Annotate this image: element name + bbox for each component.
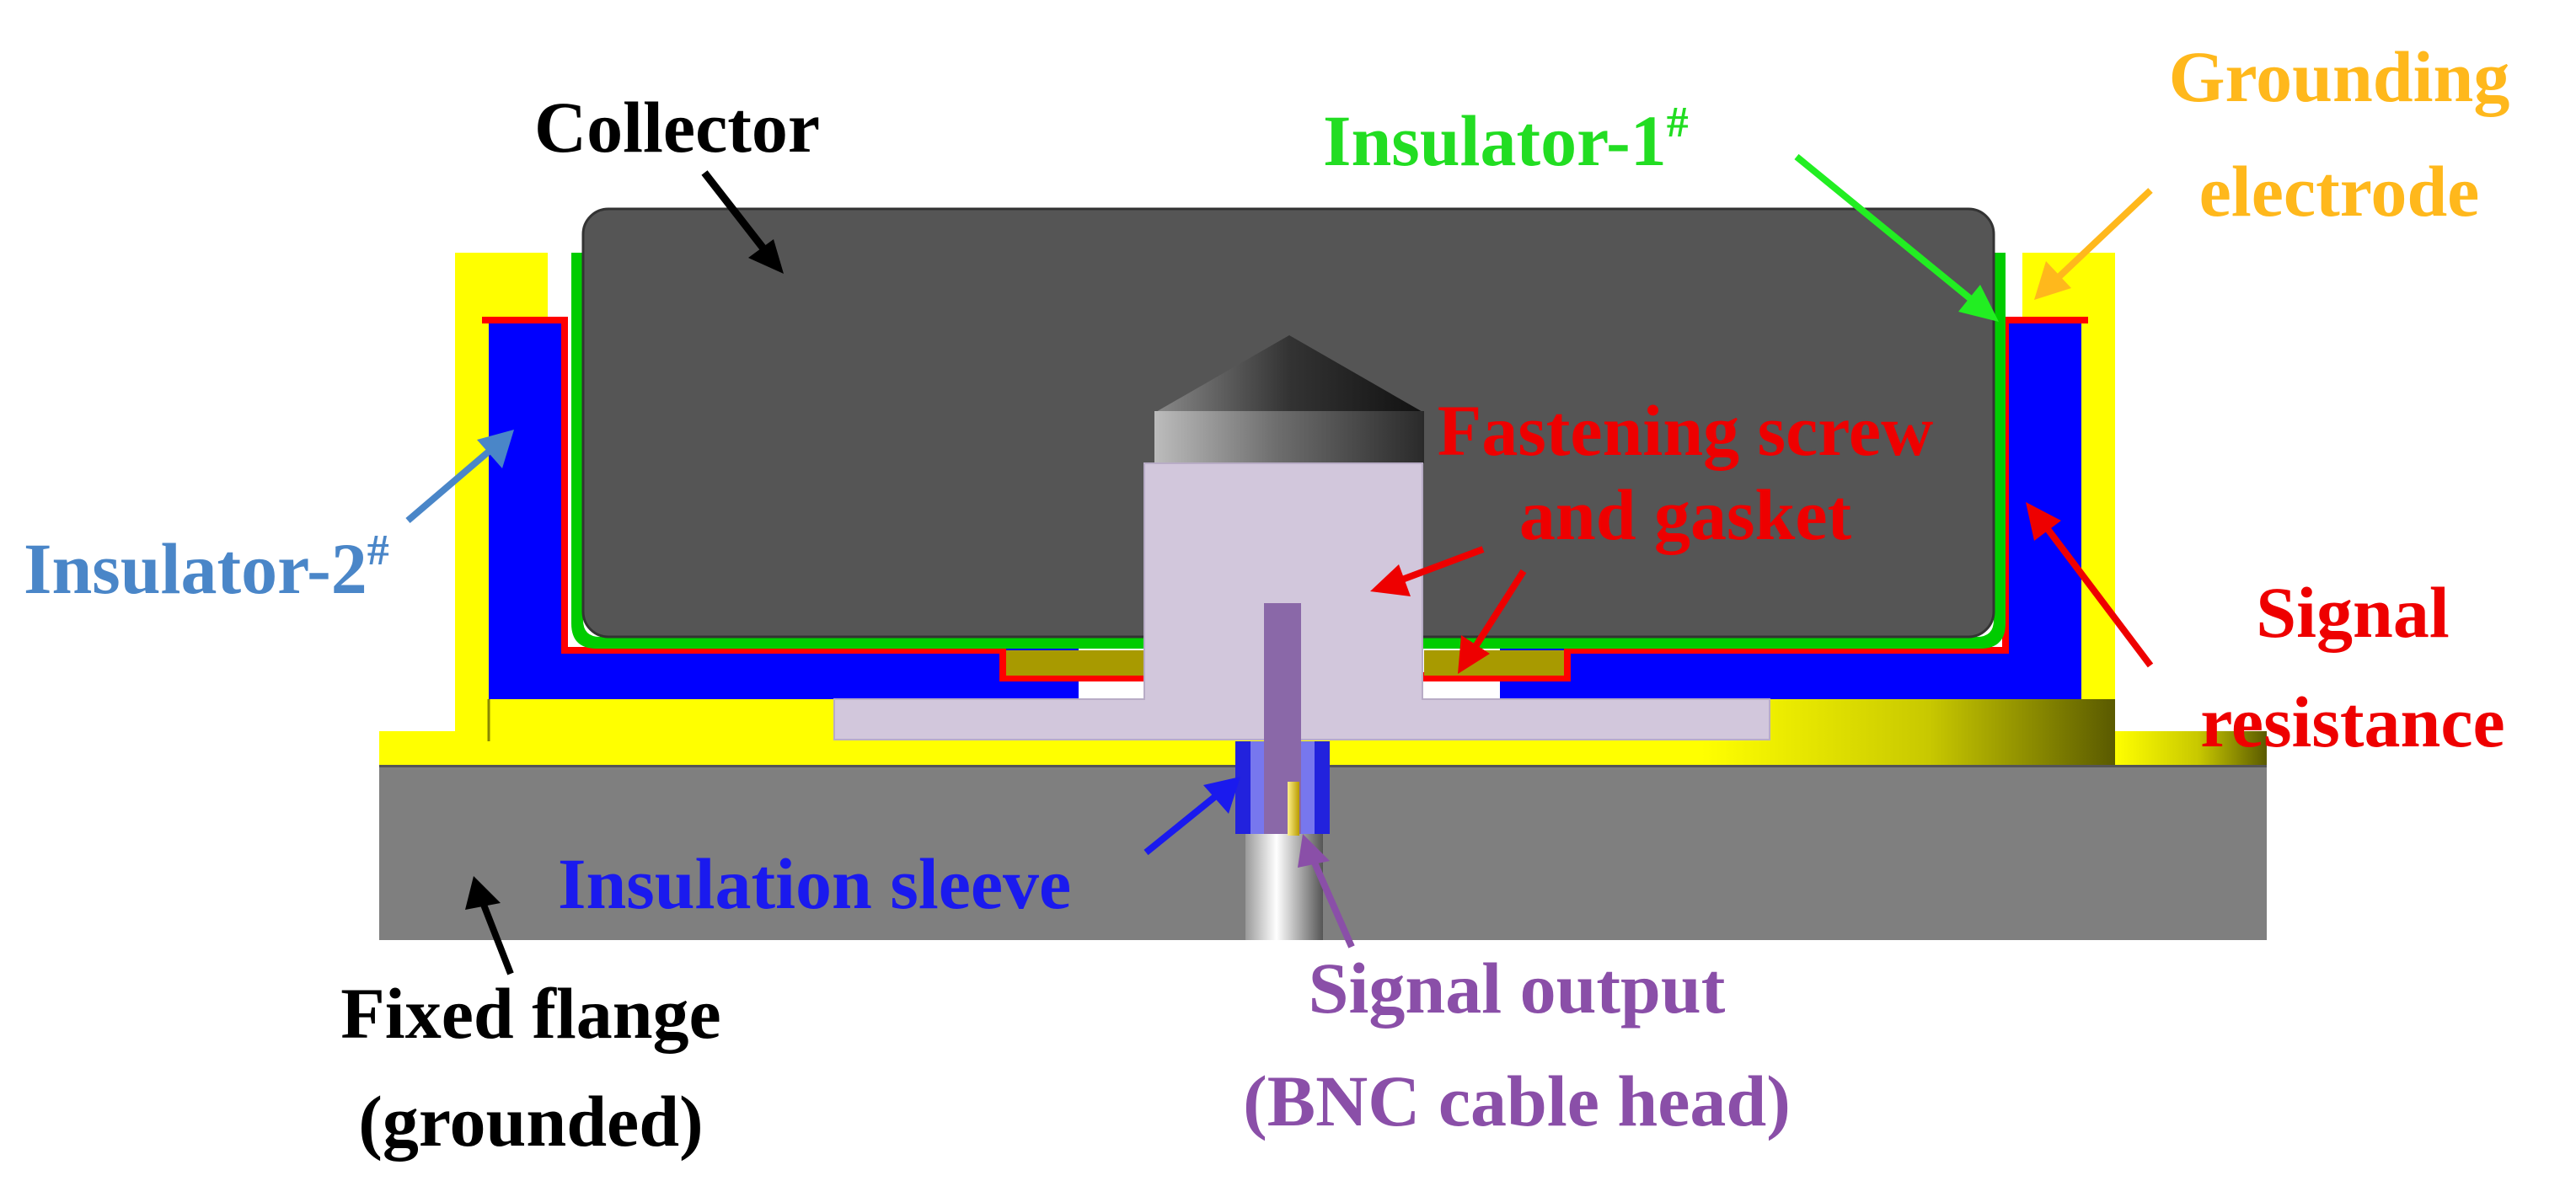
label-signal-output-line2: (BNC cable head) [1243,1061,1791,1141]
bnc-pin [1288,782,1299,836]
insulator-2 [489,320,2081,699]
arrow-insulation-sleeve [1143,777,1240,856]
fastening-screw [833,462,1770,740]
arrow-signal-output [1298,834,1355,949]
label-insulator-2-sup: # [367,526,389,574]
screw-cone [1154,335,1424,413]
label-signal-output-line1: Signal output [1309,948,1726,1029]
arrow-signal-resistance [2026,502,2154,668]
label-signal-resistance-line2: resistance [2200,681,2504,762]
label-insulator-2: Insulator-2# [24,526,389,609]
label-fastening-line2: and gasket [1519,474,1852,555]
arrow-fixed-flange [465,876,514,975]
gasket-right [1424,650,1564,676]
arrow-insulator-2 [405,430,514,524]
screw-head [1154,411,1424,463]
label-insulator-2-text: Insulator-2 [24,528,367,609]
label-collector: Collector [534,87,820,168]
label-fastening-line1: Fastening screw [1438,390,1933,471]
label-fixed-flange-line1: Fixed flange [340,973,720,1054]
label-grounding-line2: electrode [2199,151,2480,232]
label-grounding-line1: Grounding [2169,36,2510,117]
arrow-insulator-1 [1794,153,1999,322]
label-fixed-flange-line2: (grounded) [358,1081,703,1162]
arrow-grounding-electrode [2034,188,2153,300]
label-signal-resistance-line1: Signal [2256,572,2449,653]
label-insulator-1-text: Insulator-1 [1323,100,1667,181]
label-insulator-1-sup: # [1667,99,1689,147]
label-insulator-1: Insulator-1# [1323,99,1689,181]
arrow-collector [701,170,784,274]
arrow-gasket [1458,569,1527,674]
gasket-left [1006,650,1154,676]
arrow-fastening-screw [1370,546,1485,596]
label-insulation-sleeve: Insulation sleeve [558,843,1071,924]
